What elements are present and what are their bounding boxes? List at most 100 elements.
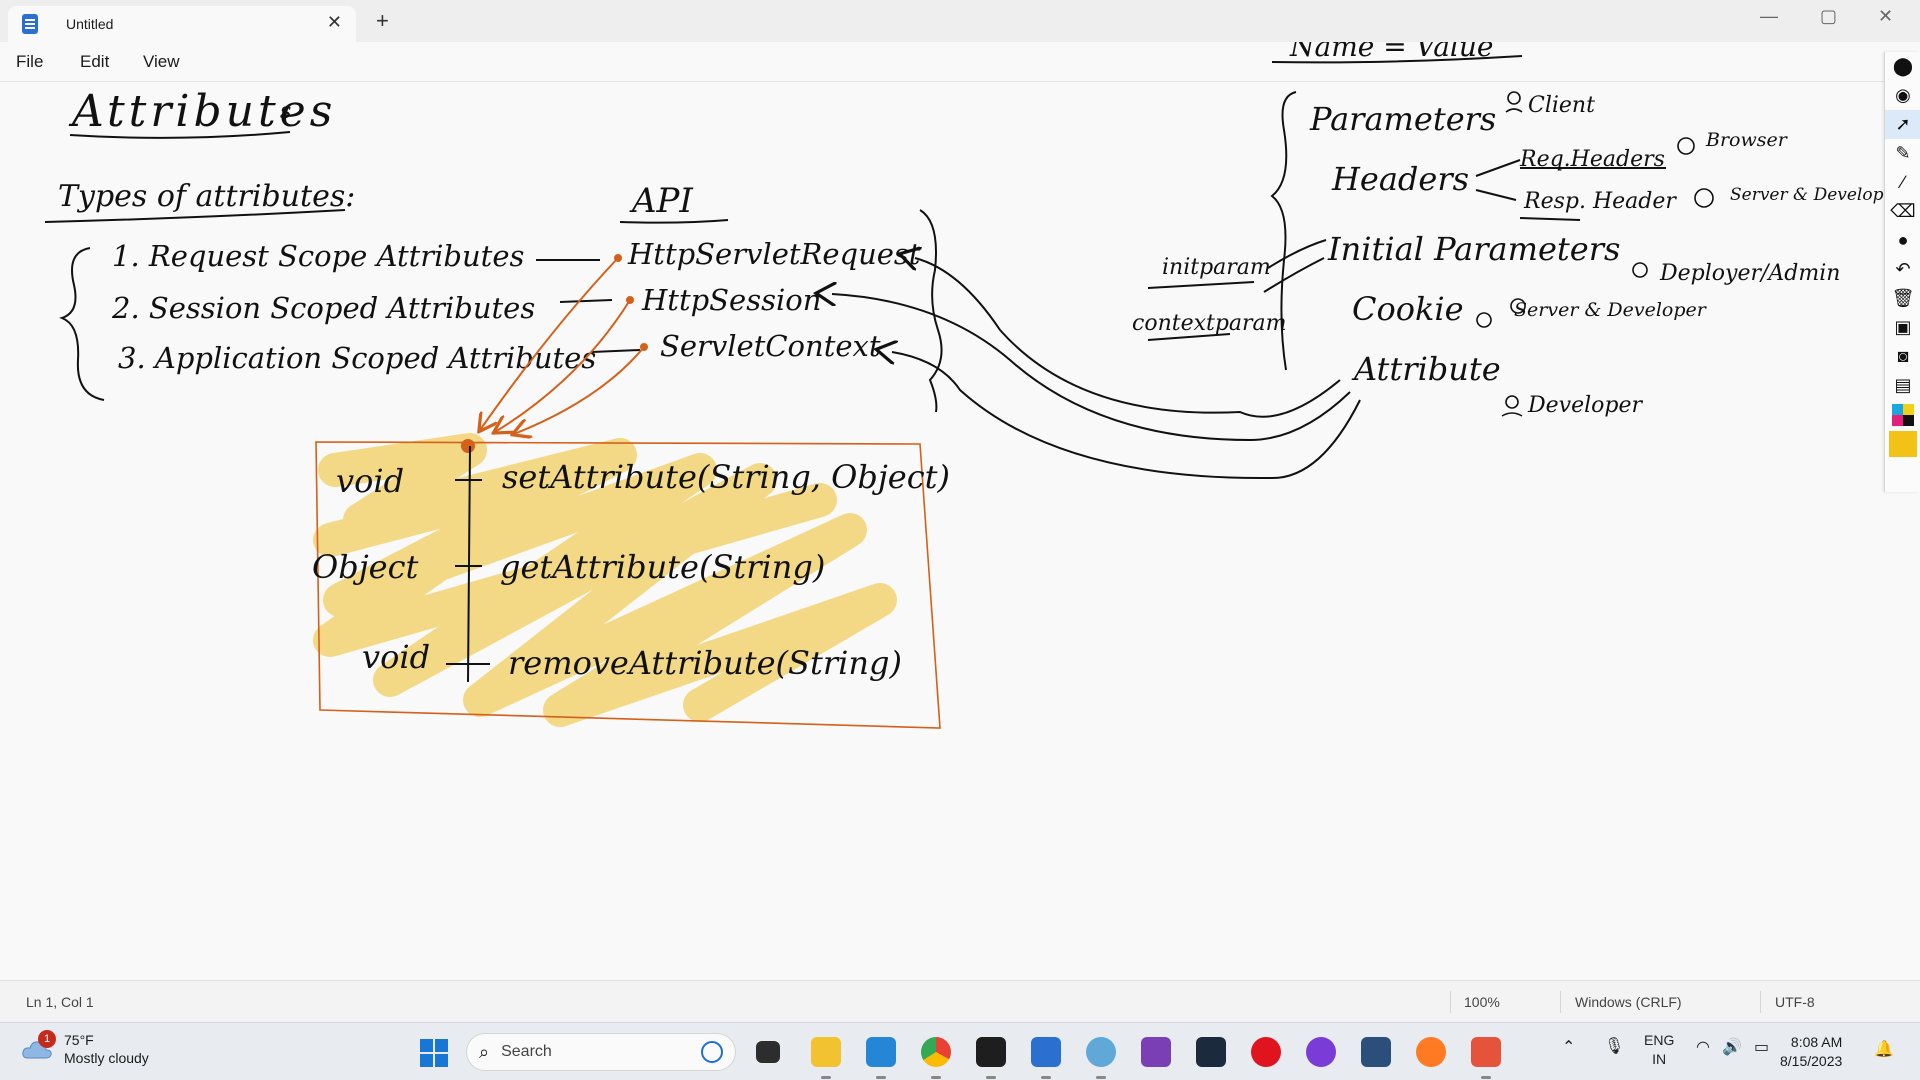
weather-temperature: 75°F	[64, 1032, 94, 1048]
status-bar: Ln 1, Col 1 100% Windows (CRLF) UTF-8	[0, 980, 1920, 1022]
document-tab[interactable]: Untitled ✕	[8, 6, 356, 42]
opera-icon[interactable]	[1251, 1037, 1281, 1067]
chrome-icon[interactable]	[921, 1037, 951, 1079]
close-window-button[interactable]: ✕	[1878, 6, 1894, 26]
svg-text:Name = Value: Name = Value	[1289, 42, 1493, 63]
method-return-remove: void	[362, 638, 430, 676]
init-type-contextparam: contextparam	[1132, 311, 1287, 336]
menu-bar: File Edit View	[0, 42, 1920, 82]
type-session-scope: 2. Session Scoped Attributes	[111, 291, 535, 325]
vpn-mask-icon[interactable]	[1306, 1037, 1336, 1067]
trash-icon[interactable]: 🗑	[1891, 288, 1915, 308]
eye-icon[interactable]: ◉	[1895, 85, 1911, 105]
file-explorer-icon[interactable]	[811, 1037, 841, 1079]
time: 8:08 AM	[1790, 1034, 1843, 1050]
cursor-position: Ln 1, Col 1	[26, 994, 94, 1010]
search-icon: ⌕	[479, 1041, 490, 1062]
line-ending[interactable]: Windows (CRLF)	[1575, 994, 1682, 1010]
taskbar-search[interactable]: ⌕ Search	[466, 1033, 736, 1071]
types-heading: Types of attributes:	[44, 179, 355, 223]
heading-attributes: Attributes s	[68, 86, 336, 139]
task-view-icon[interactable]	[756, 1041, 780, 1063]
right-brace	[1270, 91, 1297, 371]
ink-canvas[interactable]: Attributes s Types of attributes: 1. Req…	[0, 42, 1920, 980]
category-initial-parameters: Initial Parameters	[1327, 230, 1620, 268]
owner-developer: Developer	[1527, 393, 1643, 418]
weather-alert-badge: 1	[38, 1030, 56, 1048]
wifi-icon[interactable]: ◠	[1696, 1039, 1710, 1056]
language-indicator[interactable]: ENG IN	[1644, 1031, 1674, 1069]
taskbar: 1 75°F Mostly cloudy ⌕ Search ⌃ 🎙 ENG IN…	[0, 1022, 1920, 1080]
api-heading: API	[619, 181, 729, 224]
notepad-taskbar-icon[interactable]	[1031, 1037, 1061, 1079]
type-application-scope: 3. Application Scoped Attributes	[118, 341, 596, 375]
language-code: ENG	[1644, 1032, 1675, 1048]
region-code: IN	[1652, 1051, 1667, 1067]
highlight-color-swatch[interactable]	[1885, 429, 1920, 458]
palette-icon[interactable]	[1885, 400, 1920, 429]
ink-toolbar: ⬤ ◉ ➚ ✎ ∕ ⌫ ● ↶ 🗑 ▣ ◙ ▤	[1884, 52, 1920, 492]
minimize-button[interactable]: —	[1760, 6, 1778, 26]
line-tool-icon[interactable]: ∕	[1901, 172, 1905, 192]
zoom-level[interactable]: 100%	[1464, 994, 1500, 1010]
microphone-icon[interactable]: 🎙	[1604, 1038, 1625, 1055]
menu-file[interactable]: File	[16, 52, 44, 71]
category-parameters: Parameters	[1309, 100, 1496, 138]
cloud-icon: 1	[22, 1030, 56, 1060]
clock[interactable]: 8:08 AM 8/15/2023	[1780, 1033, 1842, 1071]
api-servletcontext: ServletContext	[660, 329, 881, 363]
eraser-icon[interactable]: ⌫	[1890, 201, 1916, 221]
kali-icon[interactable]	[1361, 1037, 1391, 1067]
pen-tool-icon[interactable]: ✎	[1895, 143, 1911, 163]
name-value-heading: Name = Value	[1271, 42, 1523, 64]
pen-app-icon[interactable]	[1141, 1037, 1171, 1067]
notepad-icon	[22, 14, 38, 34]
battery-icon[interactable]: ▭	[1754, 1039, 1770, 1056]
firefox-icon[interactable]	[1416, 1037, 1446, 1067]
camera-icon[interactable]: ◙	[1897, 346, 1909, 366]
encoding[interactable]: UTF-8	[1775, 994, 1815, 1010]
method-getattribute: getAttribute(String)	[500, 548, 825, 586]
undo-icon[interactable]: ↶	[1895, 259, 1911, 279]
select-pointer-icon[interactable]: ➚	[1885, 110, 1920, 139]
vscode-icon[interactable]	[866, 1037, 896, 1079]
menu-edit[interactable]: Edit	[80, 52, 110, 71]
weather-condition: Mostly cloudy	[64, 1050, 149, 1066]
init-type-initparam: initparam	[1162, 255, 1271, 280]
svg-text:Attributes: Attributes	[68, 86, 336, 137]
type-connectors	[536, 259, 641, 353]
paint-icon[interactable]	[1086, 1037, 1116, 1079]
bing-icon[interactable]	[701, 1041, 723, 1063]
start-button[interactable]	[420, 1039, 448, 1067]
notification-bell-icon[interactable]: 🔔	[1874, 1041, 1894, 1058]
recorder-icon[interactable]	[1471, 1037, 1501, 1079]
clipboard-icon[interactable]: ▤	[1894, 375, 1912, 395]
methods-box	[315, 441, 941, 729]
maximize-button[interactable]: ▢	[1820, 6, 1838, 26]
title-bar: Untitled ✕ + — ▢ ✕	[0, 0, 1920, 42]
menu-view[interactable]: View	[143, 52, 180, 71]
volume-icon[interactable]: 🔊	[1722, 1039, 1742, 1056]
method-setattribute: setAttribute(String, Object)	[502, 458, 950, 496]
mysql-icon[interactable]	[1196, 1037, 1226, 1067]
close-tab-button[interactable]: ✕	[326, 12, 342, 32]
pen-logo-icon[interactable]: ⬤	[1892, 56, 1914, 76]
method-ticks	[446, 479, 490, 665]
new-tab-button[interactable]: +	[376, 8, 389, 33]
weather-widget[interactable]: 1 75°F Mostly cloudy	[22, 1030, 149, 1067]
terminal-icon[interactable]	[976, 1037, 1006, 1079]
category-cookie: Cookie	[1352, 290, 1464, 328]
headers-response: Resp. Header	[1523, 189, 1677, 214]
color-dot-icon[interactable]: ●	[1897, 230, 1909, 250]
method-removeattribute: removeAttribute(String)	[508, 644, 902, 682]
owner-deployer-admin: Deployer/Admin	[1659, 261, 1840, 286]
date: 8/15/2023	[1780, 1053, 1843, 1069]
owner-client: Client	[1528, 93, 1595, 118]
api-httpservletrequest: HttpServletRequest	[627, 237, 921, 271]
svg-text:Types of attributes:: Types of attributes:	[58, 179, 355, 214]
screen-icon[interactable]: ▣	[1894, 317, 1912, 337]
owner-server-developer-header: Server & Developer	[1730, 185, 1903, 205]
category-attribute: Attribute	[1351, 350, 1501, 388]
chevron-up-icon[interactable]: ⌃	[1562, 1039, 1576, 1056]
type-request-scope: 1. Request Scope Attributes	[112, 239, 524, 273]
